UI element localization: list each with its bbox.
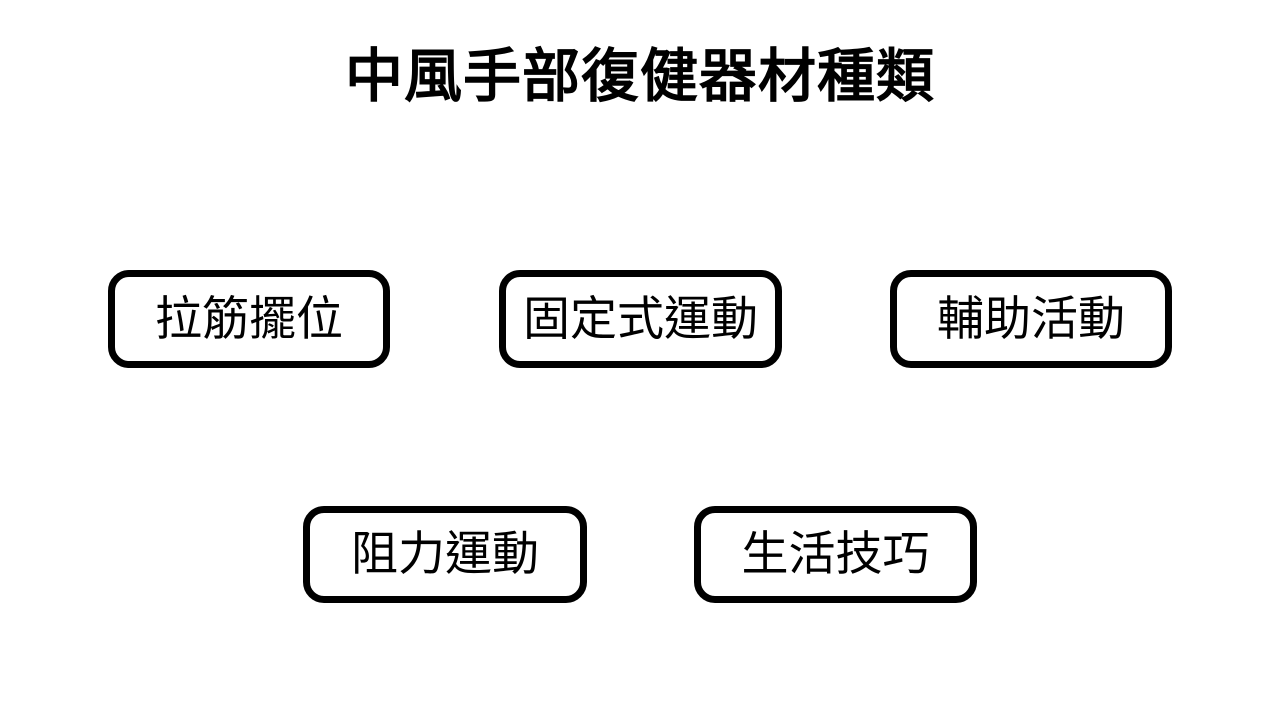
node-label: 固定式運動 (523, 291, 758, 345)
node-stationary-exercise[interactable]: 固定式運動 (499, 270, 782, 368)
node-label: 拉筋擺位 (155, 291, 343, 345)
page-title: 中風手部復健器材種類 (344, 44, 935, 109)
node-label: 阻力運動 (351, 527, 539, 580)
node-label: 輔助活動 (937, 291, 1125, 345)
node-daily-living-skills[interactable]: 生活技巧 (694, 506, 977, 603)
node-stretching-positioning[interactable]: 拉筋擺位 (108, 270, 390, 368)
node-label: 生活技巧 (741, 527, 930, 580)
node-assisted-activity[interactable]: 輔助活動 (890, 270, 1172, 368)
node-resistance-exercise[interactable]: 阻力運動 (303, 506, 587, 603)
